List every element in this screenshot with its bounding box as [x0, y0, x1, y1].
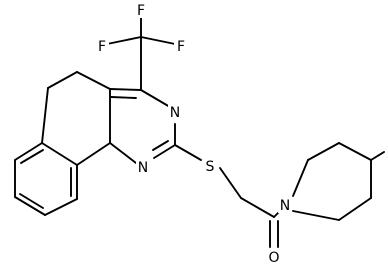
atom-o: O: [268, 250, 279, 266]
atom-f3-bg: [174, 38, 188, 54]
atom-n-upper-bg: [168, 103, 182, 120]
atom-n-upper: N: [170, 105, 180, 121]
atom-f1-bg: [134, 2, 148, 18]
bond-c5-c6: [47, 71, 78, 89]
bond-c2p-c3p: [307, 142, 340, 161]
bond-c6a-c10a: [41, 142, 78, 166]
atom-f2: F: [98, 39, 106, 55]
bond-c4a-c4-inner: [110, 96, 137, 99]
bond-cf3-f3: [140, 36, 176, 45]
bond-n1-c10b: [109, 142, 137, 164]
bond-cf3-f2: [106, 36, 142, 45]
bond-c9-c8-inner: [19, 193, 44, 209]
atom-s-bg: [203, 157, 217, 174]
atom-n-lower: N: [138, 160, 148, 176]
bond-c2-n1: [153, 144, 176, 159]
atom-n-lower-bg: [136, 158, 150, 175]
atom-f2-bg: [95, 38, 109, 54]
bond-c6p-n: [292, 210, 340, 221]
bond-c2-s: [174, 144, 202, 161]
bond-c3p-c4p: [338, 142, 372, 161]
bond-c4-n3: [140, 89, 171, 108]
bond-s-ch2: [219, 167, 242, 199]
bond-c5p-c6p: [338, 197, 372, 221]
bond-c9-c8: [14, 196, 46, 216]
atom-n-piperidine: N: [280, 198, 290, 214]
atom-f3: F: [177, 39, 185, 55]
bond-n-c2p: [292, 159, 309, 197]
atom-s: S: [206, 159, 215, 175]
bond-c10b-c10a: [76, 142, 111, 166]
bond-c6-c6a: [41, 87, 49, 144]
atom-f1: F: [137, 3, 145, 19]
bonds: [14, 13, 385, 248]
bond-c4a-c5: [76, 71, 111, 90]
bond-c10-c9: [44, 198, 78, 216]
bond-c7-c6a-inner: [20, 149, 44, 164]
bond-c7-c6a: [14, 142, 43, 161]
bond-c2-n1-inner: [152, 140, 169, 151]
atom-n-piperidine-bg: [278, 196, 292, 213]
bond-c4p-methyl: [370, 151, 385, 161]
bond-c4a-c4: [109, 88, 142, 91]
atom-labels: F F F N N S N O: [95, 2, 292, 266]
atom-o-bg: [267, 248, 281, 265]
bond-ch2-co: [240, 197, 275, 218]
